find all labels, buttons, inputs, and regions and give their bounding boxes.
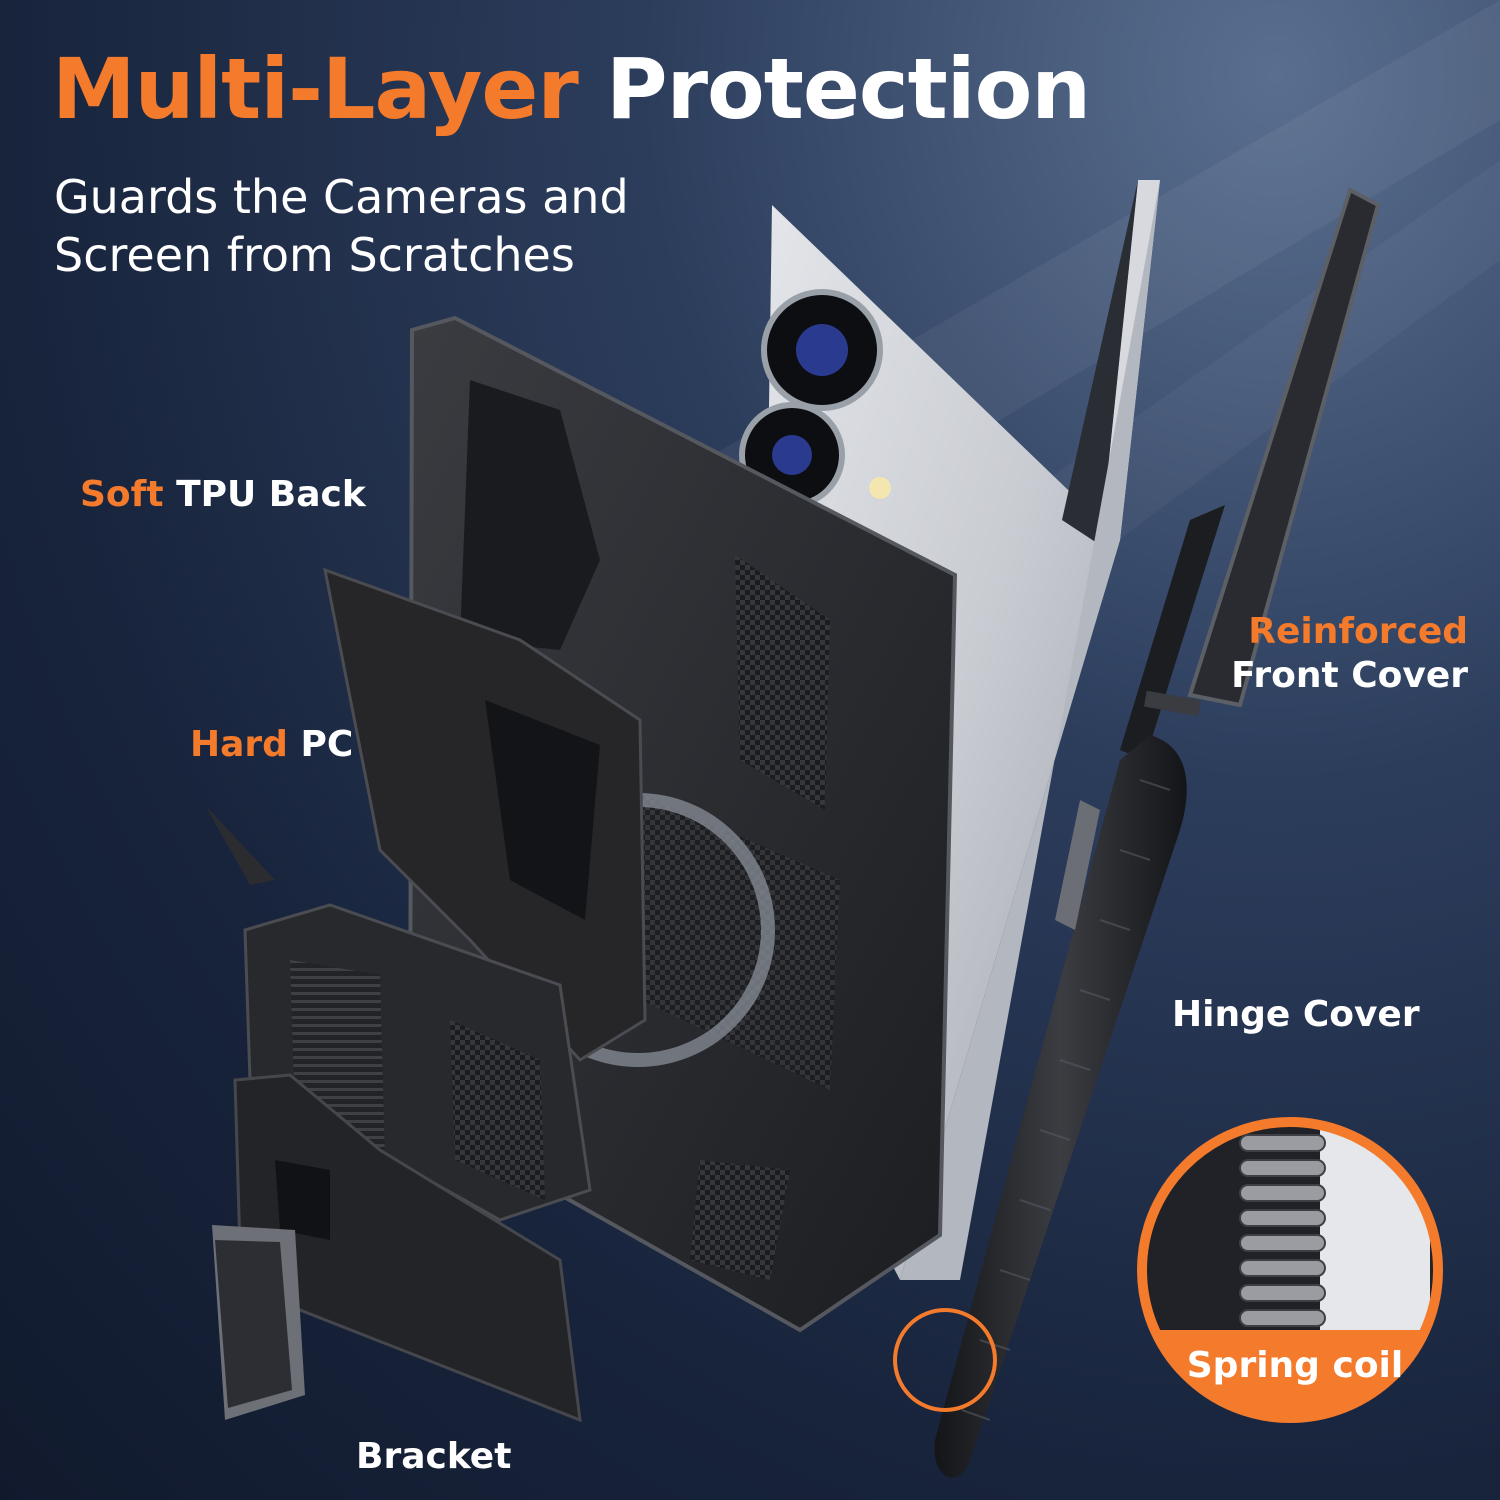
label-tpu-rest: TPU Back: [176, 474, 366, 515]
label-soft-tpu-back: Soft TPU Back: [80, 474, 366, 515]
subtitle: Guards the Cameras and Screen from Scrat…: [54, 170, 629, 282]
headline: Multi-Layer Protection: [52, 40, 1091, 138]
label-bracket: Bracket: [356, 1436, 512, 1477]
label-spring-coil: Spring coil: [1186, 1345, 1404, 1386]
lower-pc: [233, 903, 592, 1423]
label-tpu-accent: Soft: [80, 474, 164, 515]
label-hard-pc: Hard PC: [190, 724, 353, 765]
hinge-cover: [934, 735, 1187, 1478]
headline-accent: Multi-Layer: [52, 40, 579, 138]
label-front-rest: Front Cover: [1231, 655, 1468, 696]
label-front-accent: Reinforced: [1248, 611, 1468, 652]
bracket: [212, 1225, 305, 1420]
front-cover: [1120, 187, 1381, 760]
zoom-circle-icon: [1137, 1117, 1443, 1423]
label-pc-accent: Hard: [190, 724, 288, 765]
hard-pc: [205, 567, 647, 1062]
label-hinge-cover: Hinge Cover: [1172, 994, 1420, 1035]
label-pc-rest: PC: [300, 724, 354, 765]
headline-rest: Protection: [606, 40, 1091, 138]
zoom-source-circle-icon: [893, 1308, 997, 1412]
